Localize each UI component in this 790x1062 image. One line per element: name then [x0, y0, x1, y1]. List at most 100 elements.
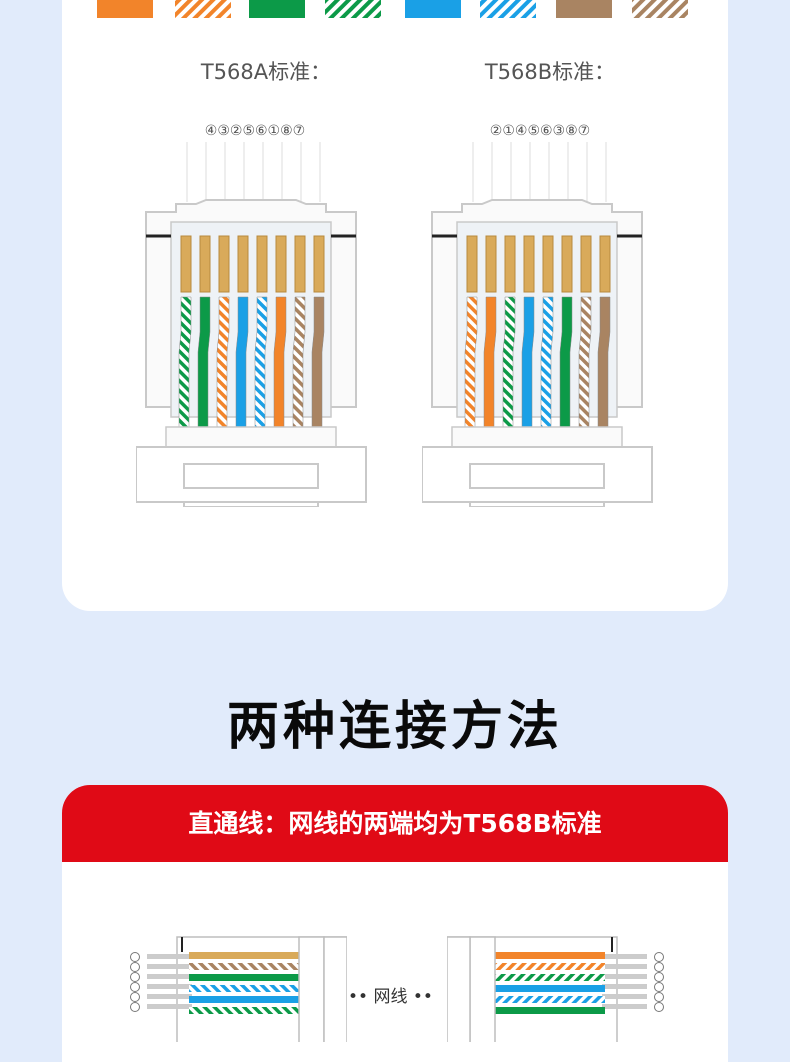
t568b-connector-diagram	[422, 142, 653, 507]
side-wire-blue	[495, 985, 605, 992]
side-lead-line	[147, 984, 192, 989]
side-connector-group	[130, 936, 347, 1042]
side-wire-blue	[189, 996, 299, 1003]
side-wire-blue-white	[189, 985, 299, 992]
crimp-bar	[451, 426, 623, 448]
pin-number-circle	[654, 992, 664, 1002]
page-heading: 两种连接方法	[226, 697, 563, 757]
gold-contact	[599, 235, 611, 293]
cable-dots-right: ••	[412, 987, 433, 1007]
side-lead-line	[602, 964, 647, 969]
side-crimp	[469, 936, 496, 1042]
pin-number-circle	[654, 982, 664, 992]
swatch-green-white	[325, 0, 381, 18]
t568a-label: T568A标准：	[200, 60, 332, 84]
wire-blue-white	[254, 296, 268, 428]
side-lead-line	[147, 964, 192, 969]
gold-contact	[275, 235, 287, 293]
wire-brown-white	[292, 296, 306, 428]
side-wire-green-white	[495, 974, 605, 981]
wire-green	[197, 296, 211, 428]
gold-contact	[218, 235, 230, 293]
gold-contact	[313, 235, 325, 293]
pin-number-circle	[130, 952, 140, 962]
gold-contact	[466, 235, 478, 293]
side-wire-green	[495, 1007, 605, 1014]
wire-orange	[273, 296, 287, 428]
side-boot	[323, 936, 347, 1042]
side-crimp	[298, 936, 325, 1042]
gold-contact	[504, 235, 516, 293]
banner-text: 直通线：网线的两端均为T568B标准	[188, 809, 602, 838]
wire-blue-white	[540, 296, 554, 428]
cable-dots-left: ••	[348, 987, 369, 1007]
wire-brown	[597, 296, 611, 428]
side-boot	[447, 936, 471, 1042]
strain-slot	[183, 463, 319, 489]
gold-contact	[485, 235, 497, 293]
gold-contact	[256, 235, 268, 293]
pin-number-circle	[130, 962, 140, 972]
side-wire-blue-white	[495, 996, 605, 1003]
wire-blue	[521, 296, 535, 428]
swatch-orange	[97, 0, 153, 18]
pin-number-circle	[130, 982, 140, 992]
wire-orange-white	[216, 296, 230, 428]
side-wire-green-white	[189, 1007, 299, 1014]
crimp-bar	[165, 426, 337, 448]
gold-contact	[237, 235, 249, 293]
swatch-brown-white	[632, 0, 688, 18]
t568b-pin-numbers: ②①④⑤⑥③⑧⑦	[489, 123, 591, 139]
t568a-connector-diagram	[136, 142, 367, 507]
gold-contact	[294, 235, 306, 293]
wire-orange-white	[464, 296, 478, 428]
side-lead-line	[602, 1004, 647, 1009]
gold-contact	[523, 235, 535, 293]
wire-green-white	[178, 296, 192, 428]
gold-contact	[199, 235, 211, 293]
t568b-label: T568B标准：	[484, 60, 616, 84]
wire-blue	[235, 296, 249, 428]
cable-jacket-top	[469, 501, 605, 507]
pin-number-circle	[130, 972, 140, 982]
cable-label: •• 网线 ••	[348, 982, 433, 1007]
right-connector-side-view	[447, 936, 664, 1042]
swatch-blue	[405, 0, 461, 18]
pin-number-circle	[130, 1002, 140, 1012]
swatch-brown	[556, 0, 612, 18]
wire-channel	[170, 221, 332, 418]
side-wire-orange	[495, 952, 605, 959]
side-lead-line	[147, 954, 192, 959]
gold-contact	[561, 235, 573, 293]
pin-number-circle	[130, 992, 140, 1002]
cable-jacket-top	[183, 501, 319, 507]
swatch-green	[249, 0, 305, 18]
wiring-standards-card: T568A标准： T568B标准： ④③②⑤⑥①⑧⑦ ②①④⑤⑥③⑧⑦	[62, 0, 728, 611]
side-lead-line	[602, 954, 647, 959]
swatch-blue-white	[480, 0, 536, 18]
color-swatch-row	[97, 0, 688, 18]
side-lead-line	[602, 974, 647, 979]
wire-green-white	[502, 296, 516, 428]
side-lead-line	[147, 974, 192, 979]
straight-through-banner: 直通线：网线的两端均为T568B标准	[62, 785, 728, 862]
side-lead-line	[602, 984, 647, 989]
gold-contact	[180, 235, 192, 293]
pin-number-circle	[654, 1002, 664, 1012]
side-connector-group	[447, 936, 664, 1042]
wire-channel	[456, 221, 618, 418]
side-lead-line	[147, 1004, 192, 1009]
wire-green	[559, 296, 573, 428]
side-wire-orange-white	[495, 963, 605, 970]
straight-through-card	[62, 862, 728, 1062]
wire-brown-white	[578, 296, 592, 428]
gold-contact	[580, 235, 592, 293]
side-lead-line	[602, 994, 647, 999]
side-wire-brown-white	[189, 963, 299, 970]
gold-contact	[542, 235, 554, 293]
pin-number-circle	[654, 972, 664, 982]
side-wire-gold	[189, 952, 299, 959]
side-wire-green	[189, 974, 299, 981]
left-connector-side-view	[130, 936, 347, 1042]
pin-number-circle	[654, 952, 664, 962]
